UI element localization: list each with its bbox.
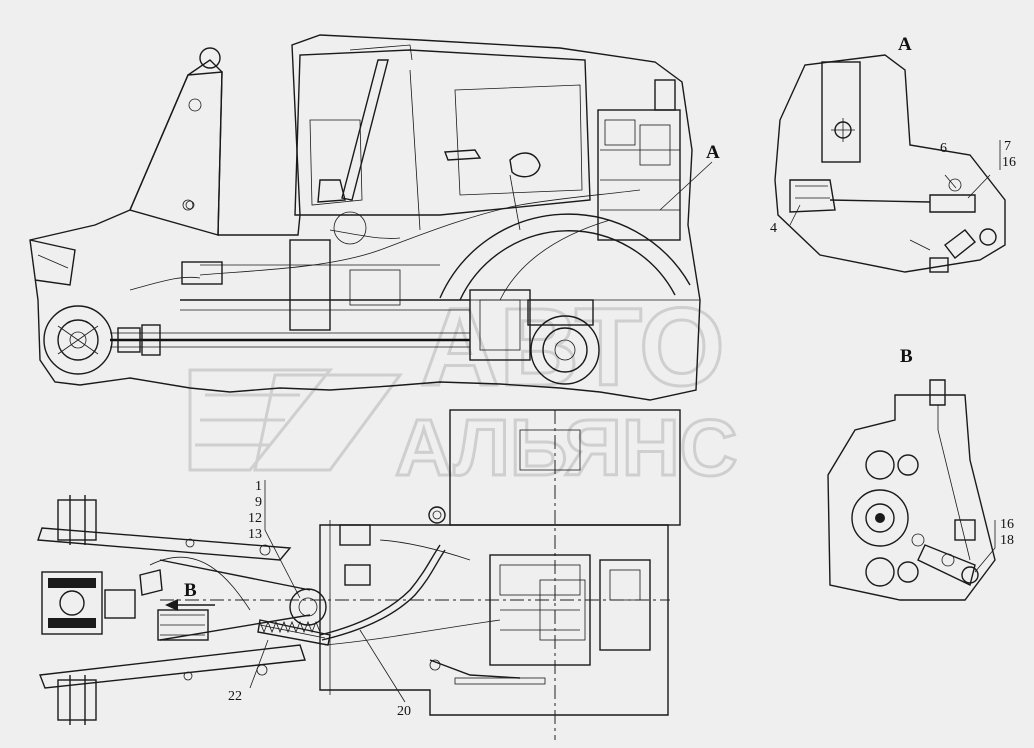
callout-1: 1 — [255, 479, 262, 494]
callout-12: 12 — [248, 511, 262, 526]
detail-view-a — [774, 54, 1006, 273]
view-b-marker: B — [184, 580, 197, 601]
plan-view — [37, 409, 681, 740]
callout-18: 18 — [1000, 533, 1014, 548]
callout-22: 22 — [228, 689, 242, 704]
detail-view-b — [827, 379, 996, 601]
view-a-title: A — [898, 34, 912, 55]
callout-16-view-a: 16 — [1002, 155, 1016, 170]
callout-leaders — [249, 140, 1001, 703]
watermark-text-top: АВТО — [420, 286, 725, 409]
callout-4: 4 — [770, 221, 777, 236]
watermark-logo — [188, 368, 403, 472]
callout-7: 7 — [1004, 139, 1011, 154]
callout-9: 9 — [255, 495, 262, 510]
callout-6: 6 — [940, 141, 947, 156]
view-a-marker: A — [706, 142, 720, 163]
callout-20: 20 — [397, 704, 411, 719]
watermark-text-bottom: АЛЬЯНС — [395, 403, 737, 492]
callout-16-view-b: 16 — [1000, 517, 1014, 532]
side-view-main — [29, 34, 713, 401]
callout-13: 13 — [248, 527, 262, 542]
view-b-title: B — [900, 346, 913, 367]
